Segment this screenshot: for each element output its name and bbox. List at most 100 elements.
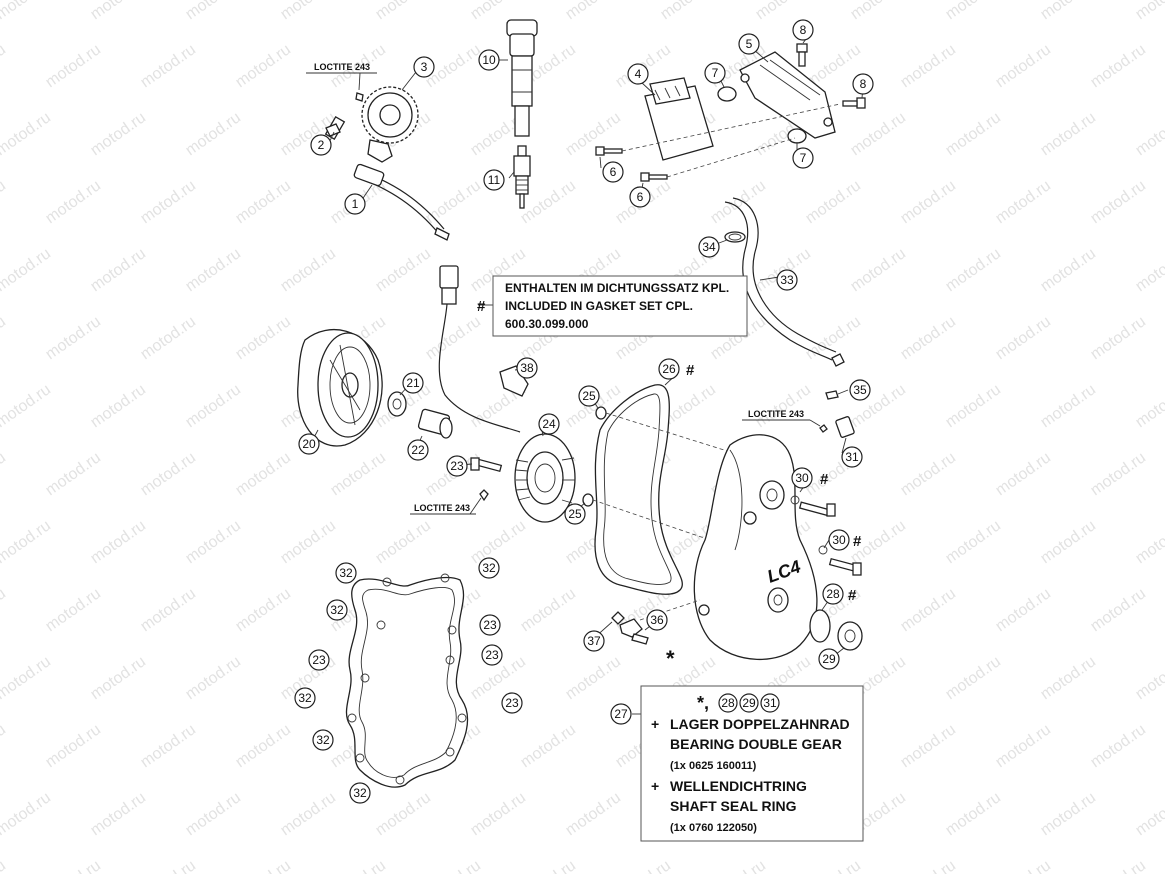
watermark-text: motod.ru — [943, 381, 1004, 431]
watermark-text: motod.ru — [373, 0, 434, 23]
stator-part — [514, 433, 576, 523]
watermark-text: motod.ru — [1038, 381, 1099, 431]
svg-text:7: 7 — [712, 66, 719, 80]
kit-header-ref-31: 31 — [760, 693, 780, 713]
watermark-text: motod.ru — [943, 245, 1004, 295]
watermark-text: motod.ru — [1133, 381, 1165, 431]
watermark-text: motod.ru — [943, 789, 1004, 839]
watermark-text: motod.ru — [1038, 789, 1099, 839]
svg-text:8: 8 — [800, 23, 807, 37]
watermark-text: motod.ru — [898, 721, 959, 771]
callout-6: 6 — [629, 186, 651, 208]
svg-text:LOCTITE 243: LOCTITE 243 — [314, 62, 370, 72]
dowel-25a — [595, 406, 607, 420]
cover-bolt-30b — [818, 545, 862, 576]
watermark-text: motod.ru — [373, 517, 434, 567]
callout-7: 7 — [704, 62, 726, 84]
callout-36: 36 — [646, 609, 668, 631]
svg-text:26: 26 — [662, 362, 676, 376]
callout-38: 38 — [516, 357, 538, 379]
watermark-text: motod.ru — [518, 721, 579, 771]
watermark-text: motod.ru — [563, 789, 624, 839]
svg-text:24: 24 — [542, 417, 556, 431]
watermark-text: motod.ru — [803, 177, 864, 227]
callout-22: 22 — [407, 439, 429, 461]
watermark-text: motod.ru — [0, 789, 54, 839]
watermark-text: motod.ru — [138, 449, 199, 499]
cover-gasket-part — [594, 384, 683, 595]
callout-25: 25 — [578, 385, 600, 407]
svg-text:28: 28 — [826, 587, 840, 601]
watermark-text: motod.ru — [468, 517, 529, 567]
svg-text:11: 11 — [488, 173, 501, 187]
svg-text:33: 33 — [780, 273, 794, 287]
kit-item-1-en: BEARING DOUBLE GEAR — [670, 736, 842, 752]
watermark-text: motod.ru — [373, 789, 434, 839]
callout-20: 20 — [298, 433, 320, 455]
watermark-text: motod.ru — [43, 585, 104, 635]
callout-30: 30 — [828, 529, 850, 551]
watermark-text: motod.ru — [0, 449, 9, 499]
callout-37: 37 — [583, 630, 605, 652]
hash-mark-30a: # — [820, 471, 829, 488]
svg-text:6: 6 — [637, 190, 644, 204]
watermark-text: motod.ru — [233, 41, 294, 91]
watermark-text: motod.ru — [88, 0, 149, 23]
watermark-text: motod.ru — [0, 313, 9, 363]
watermark-text: motod.ru — [518, 857, 579, 874]
breather-hose-part — [724, 197, 845, 367]
watermark-text: motod.ru — [943, 517, 1004, 567]
watermark-text: motod.ru — [708, 177, 769, 227]
watermark-text: motod.ru — [88, 653, 149, 703]
callout-28: 28 — [822, 583, 844, 605]
watermark-text: motod.ru — [1133, 245, 1165, 295]
watermark-text: motod.ru — [803, 857, 864, 874]
gasket-set-line-en: INCLUDED IN GASKET SET CPL. — [505, 299, 693, 313]
watermark-text: motod.ru — [518, 585, 579, 635]
loctite-dot-2 — [479, 489, 489, 502]
watermark-text: motod.ru — [1133, 109, 1165, 159]
svg-text:3: 3 — [421, 60, 428, 74]
callout-1: 1 — [344, 193, 366, 215]
kit-header-ref-29: 29 — [739, 693, 759, 713]
svg-text:27: 27 — [614, 707, 628, 721]
watermark-text: motod.ru — [43, 721, 104, 771]
svg-text:25: 25 — [568, 507, 582, 521]
watermark-text: motod.ru — [1038, 653, 1099, 703]
callout-6: 6 — [602, 161, 624, 183]
watermark-text: motod.ru — [898, 585, 959, 635]
watermark-text: motod.ru — [993, 41, 1054, 91]
watermark-text: motod.ru — [993, 721, 1054, 771]
crankcase-gasket-part — [345, 573, 469, 788]
callout-32: 32 — [478, 557, 500, 579]
callout-32: 32 — [349, 782, 371, 804]
watermark-text: motod.ru — [138, 313, 199, 363]
kit-item-1-code: (1x 0625 160011) — [670, 760, 757, 772]
callout-32: 32 — [312, 729, 334, 751]
watermark-text: motod.ru — [898, 449, 959, 499]
watermark-text: motod.ru — [753, 381, 814, 431]
watermark-text: motod.ru — [898, 857, 959, 874]
watermark-text: motod.ru — [0, 109, 54, 159]
callout-29: 29 — [818, 648, 840, 670]
svg-text:29: 29 — [822, 652, 836, 666]
ignition-coil-part — [506, 19, 538, 137]
svg-text:32: 32 — [330, 603, 344, 617]
callout-27: 27 — [610, 703, 632, 725]
svg-text:32: 32 — [339, 566, 353, 580]
watermark-text: motod.ru — [993, 177, 1054, 227]
gasket-set-note: # ENTHALTEN IM DICHTUNGSSATZ KPL. INCLUD… — [477, 275, 748, 337]
watermark-text: motod.ru — [1133, 0, 1165, 23]
watermark-text: motod.ru — [943, 653, 1004, 703]
kit-header-ref-28: 28 — [718, 693, 738, 713]
loctite-note-2: LOCTITE 243 — [410, 497, 482, 515]
watermark-text: motod.ru — [898, 313, 959, 363]
watermark-text: motod.ru — [278, 245, 339, 295]
watermark-text: motod.ru — [0, 857, 9, 874]
callout-8: 8 — [852, 73, 874, 95]
loctite-note-3: LOCTITE 243 — [742, 409, 821, 427]
watermark-text: motod.ru — [993, 313, 1054, 363]
svg-text:32: 32 — [316, 733, 330, 747]
callout-23: 23 — [479, 614, 501, 636]
watermark-text: motod.ru — [43, 177, 104, 227]
